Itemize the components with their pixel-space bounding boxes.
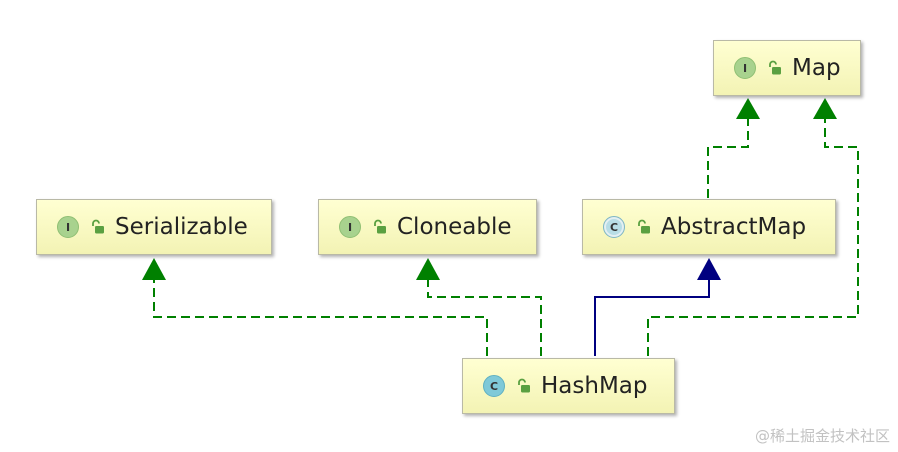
watermark: @稀土掘金技术社区 (754, 427, 890, 445)
node-label: AbstractMap (661, 214, 807, 240)
node-label: Serializable (115, 214, 248, 240)
interface-icon: I (339, 216, 361, 238)
open-lock-icon (374, 219, 386, 234)
edge-hashmap-cloneable (427, 280, 542, 356)
edge-hashmap-serializable (153, 280, 488, 356)
edge-hashmap-abstractmap (594, 280, 710, 356)
arrowhead-serializable (142, 258, 166, 280)
interface-icon: I (57, 216, 79, 238)
node-hashmap[interactable]: C HashMap (462, 358, 675, 414)
arrowhead-map-right (813, 98, 837, 119)
open-lock-icon (638, 219, 650, 234)
node-cloneable[interactable]: I Cloneable (318, 199, 537, 255)
class-icon: C (483, 375, 505, 397)
arrowhead-map-left (736, 98, 760, 119)
node-map[interactable]: I Map (713, 40, 861, 96)
arrowhead-abstractmap (697, 258, 721, 280)
node-label: Map (792, 55, 841, 81)
interface-icon: I (734, 57, 756, 79)
open-lock-icon (769, 60, 781, 75)
node-serializable[interactable]: I Serializable (36, 199, 272, 255)
open-lock-icon (92, 219, 104, 234)
edge-hashmap-map (647, 119, 859, 356)
abstract-class-icon: C (603, 216, 625, 238)
node-label: HashMap (541, 373, 648, 399)
edge-abstractmap-map (707, 119, 749, 198)
arrowhead-cloneable (416, 258, 440, 280)
node-abstractmap[interactable]: C AbstractMap (582, 199, 836, 255)
open-lock-icon (518, 378, 530, 393)
node-label: Cloneable (397, 214, 512, 240)
